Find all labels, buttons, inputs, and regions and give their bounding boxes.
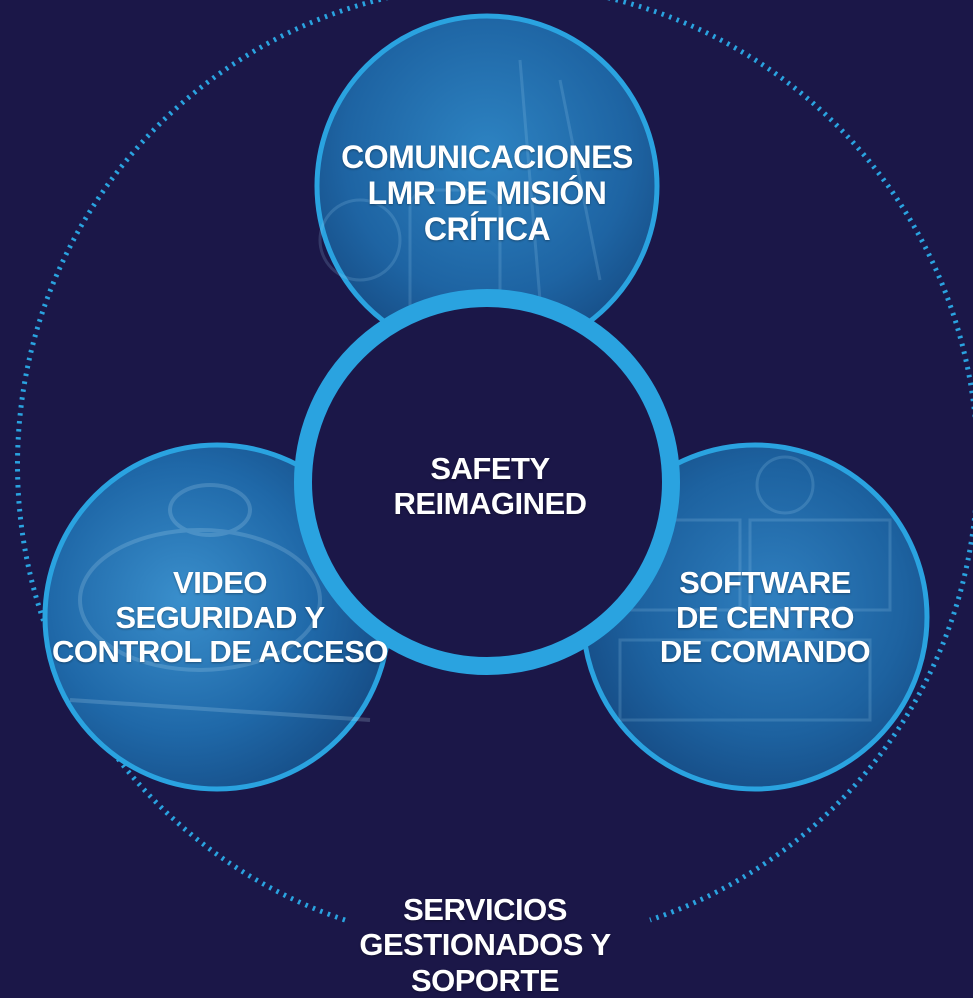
node-top-label-line: COMUNICACIONES xyxy=(341,139,633,175)
center-label-line: SAFETY xyxy=(430,451,550,486)
outer-ring-label-line: SERVICIOS xyxy=(403,892,567,927)
node-top-label-line: LMR DE MISIÓN xyxy=(367,174,607,211)
node-top-label-line: CRÍTICA xyxy=(423,210,551,247)
center-label: SAFETY REIMAGINED xyxy=(330,451,650,521)
node-right-label: SOFTWARE DE CENTRO DE COMANDO xyxy=(640,565,890,670)
node-right-label-line: DE COMANDO xyxy=(659,634,871,670)
node-left-label-line: CONTROL DE ACCESO xyxy=(52,634,388,670)
outer-ring-label-line: GESTIONADOS Y xyxy=(359,927,611,963)
node-left-label-line: SEGURIDAD Y xyxy=(115,599,325,635)
outer-ring-label-line: SOPORTE xyxy=(410,962,560,998)
center-label-line: REIMAGINED xyxy=(393,485,587,521)
node-left-label: VIDEO SEGURIDAD Y CONTROL DE ACCESO xyxy=(50,565,390,670)
node-right-label-line: DE CENTRO xyxy=(675,599,855,635)
node-top-label: COMUNICACIONES LMR DE MISIÓN CRÍTICA xyxy=(312,139,662,247)
center-ring xyxy=(294,289,680,675)
node-left-label-line: VIDEO xyxy=(173,565,267,600)
outer-dotted-ring xyxy=(15,0,973,923)
node-right-label-line: SOFTWARE xyxy=(679,565,851,600)
outer-ring-label: SERVICIOS GESTIONADOS Y SOPORTE xyxy=(330,892,640,998)
